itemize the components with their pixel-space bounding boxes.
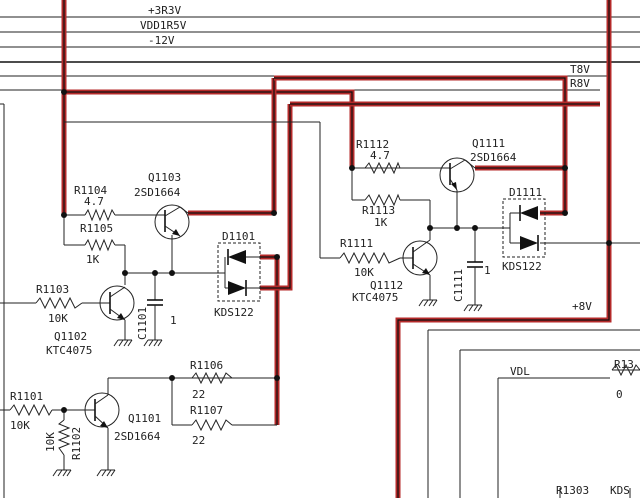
r1103-ref: R1103 xyxy=(36,283,69,296)
r1103-symbol xyxy=(35,296,83,310)
resistor-symbols xyxy=(9,161,640,456)
q1112-ref: Q1112 xyxy=(370,279,403,292)
r1105-value: 1K xyxy=(86,253,100,266)
wires-right xyxy=(351,167,640,498)
r1103-value: 10K xyxy=(48,312,68,325)
c1111-ref: C1111 xyxy=(452,269,465,302)
q1103-ref: Q1103 xyxy=(148,171,181,184)
r1112-ref: R1112 xyxy=(356,138,389,151)
r1112-symbol xyxy=(364,161,401,175)
net-label-vdl: VDL xyxy=(510,365,530,378)
q1101-value: 2SD1664 xyxy=(114,430,161,443)
q1102-value: KTC4075 xyxy=(46,344,92,357)
transistor-q1102 xyxy=(99,285,135,321)
q1112-value: KTC4075 xyxy=(352,291,398,304)
r1106-value: 22 xyxy=(192,388,205,401)
r1105-ref: R1105 xyxy=(80,222,113,235)
net-label-t8v: T8V xyxy=(570,63,590,76)
d1111-ref: D1111 xyxy=(509,186,542,199)
r1106-ref: R1106 xyxy=(190,359,223,372)
net-label-vdd1r5v: VDD1R5V xyxy=(140,19,187,32)
q1111-value: 2SD1664 xyxy=(470,151,517,164)
r1107-value: 22 xyxy=(192,434,205,447)
r1106-symbol xyxy=(191,371,233,385)
r1102-value: 10K xyxy=(44,432,57,452)
d1101-ref: D1101 xyxy=(222,230,255,243)
r1104-symbol xyxy=(84,208,116,222)
transistor-q1101 xyxy=(84,392,120,429)
r1101-symbol xyxy=(9,403,53,417)
r1101-ref: R1101 xyxy=(10,390,43,403)
transistor-q1112 xyxy=(402,239,438,276)
capacitor-c1111 xyxy=(467,261,483,272)
wires-left xyxy=(0,103,340,498)
r1104-value: 4.7 xyxy=(84,195,104,208)
r1113-ref: R1113 xyxy=(362,204,395,217)
transistor-q1111 xyxy=(439,157,476,193)
r13-value: 0 xyxy=(616,388,623,401)
r1111-ref: R1111 xyxy=(340,237,373,250)
r1303-ref: R1303 xyxy=(556,484,589,497)
r1111-symbol xyxy=(339,251,401,265)
d1111-value: KDS122 xyxy=(502,260,542,273)
r1102-ref: R1102 xyxy=(70,427,83,460)
r13-ref: R13 xyxy=(614,358,634,371)
c1101-value: 1 xyxy=(170,314,177,327)
diode-d1111 xyxy=(502,198,546,258)
capacitor-c1101 xyxy=(147,299,163,316)
r1104-ref: R1104 xyxy=(74,184,107,197)
net-label-m12v: -12V xyxy=(148,34,175,47)
c1101-ref: C1101 xyxy=(136,307,149,340)
kds-partial-ref: KDS xyxy=(610,484,630,497)
r1105-symbol xyxy=(84,238,116,252)
r1112-value: 4.7 xyxy=(370,149,390,162)
net-label-r8v: R8V xyxy=(570,77,590,90)
r1101-value: 10K xyxy=(10,419,30,432)
junction-dots xyxy=(61,89,612,413)
r1111-value: 10K xyxy=(354,266,374,279)
diode-d1101 xyxy=(215,242,261,302)
r1113-value: 1K xyxy=(374,216,388,229)
r1113-symbol xyxy=(364,193,401,207)
r1107-ref: R1107 xyxy=(190,404,223,417)
q1101-ref: Q1101 xyxy=(128,412,161,425)
q1103-value: 2SD1664 xyxy=(134,186,181,199)
r13-symbol xyxy=(611,363,640,377)
r1107-symbol xyxy=(191,418,233,432)
q1111-ref: Q1111 xyxy=(472,137,505,150)
transistor-q1103 xyxy=(154,204,190,240)
r1102-symbol xyxy=(57,419,71,456)
c1111-value: 1 xyxy=(484,264,491,277)
d1101-value: KDS122 xyxy=(214,306,254,319)
ground-symbols xyxy=(52,299,483,477)
q1102-ref: Q1102 xyxy=(54,330,87,343)
net-label-3r3v: +3R3V xyxy=(148,4,181,17)
net-label-p8v: +8V xyxy=(572,300,592,313)
